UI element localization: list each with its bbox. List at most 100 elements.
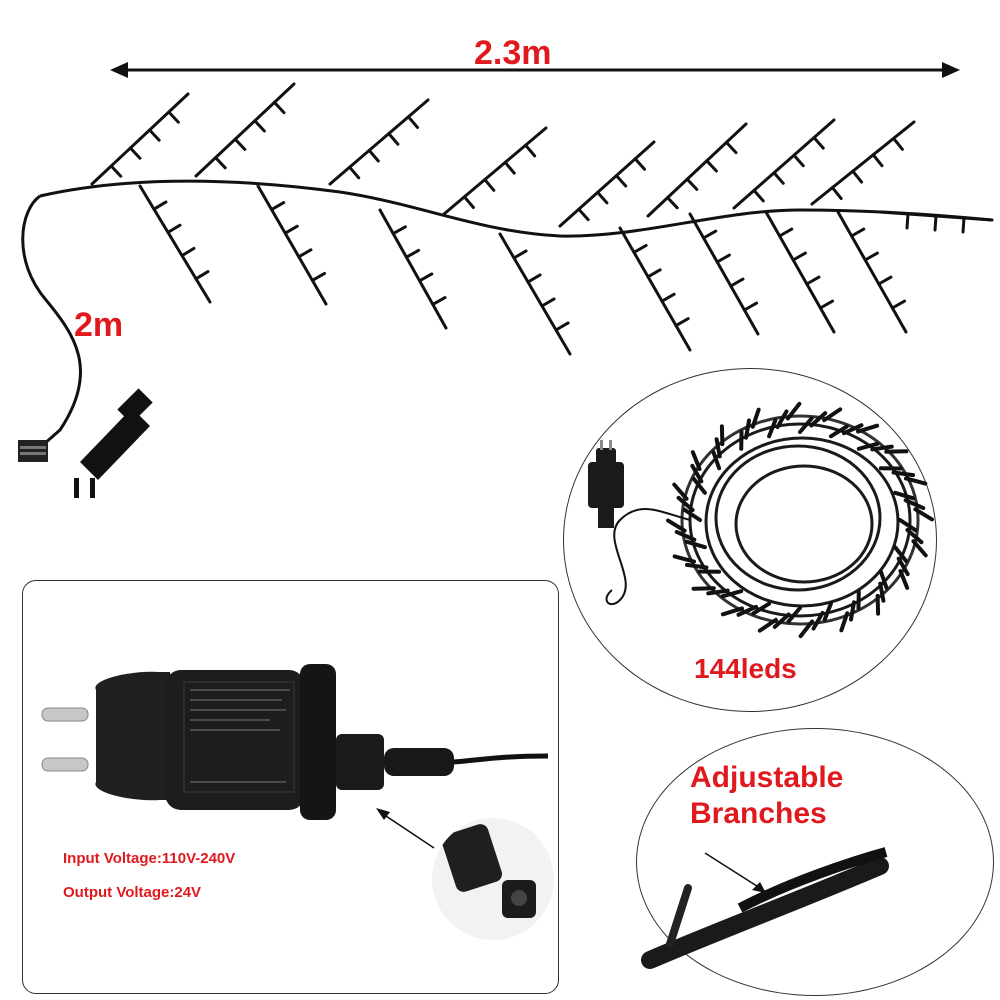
coil-led-tip: [878, 569, 889, 590]
lead-wire: [21, 194, 83, 446]
led-tip: [109, 164, 123, 178]
coil-led-tip: [714, 437, 722, 459]
led-tip: [851, 169, 864, 184]
branch-closeup-image: [641, 847, 889, 969]
coil-led-tip: [878, 581, 886, 603]
led-tip: [152, 200, 168, 211]
led-tip: [554, 321, 570, 332]
led-tip: [666, 196, 679, 210]
led-tip: [503, 160, 516, 175]
led-tip: [772, 171, 785, 185]
led-tip: [863, 251, 879, 262]
coil-led-tip: [666, 518, 687, 533]
coil-led-tip: [811, 610, 825, 631]
led-tip: [577, 207, 590, 222]
led-count-label: 144leds: [694, 653, 797, 684]
led-tip: [660, 292, 676, 303]
coil-led-tip: [691, 476, 707, 495]
led-tip: [214, 156, 227, 170]
led-tip: [233, 137, 247, 151]
branches-line-1: Adjustable: [690, 761, 844, 794]
led-tip: [348, 165, 361, 180]
led-tip: [877, 275, 893, 286]
led-tip: [128, 146, 142, 160]
led-tip: [818, 299, 835, 310]
led-tip: [526, 273, 542, 284]
coil-led-tip: [684, 539, 707, 550]
led-tip: [283, 224, 299, 235]
length-arrow: [110, 62, 960, 78]
branch-stem: [442, 126, 548, 216]
input-voltage-label: Input Voltage:110V-240V: [63, 850, 236, 867]
led-tip: [180, 246, 196, 258]
coil-led-tip: [786, 606, 802, 624]
led-tip: [715, 253, 731, 264]
coil-led-tip: [772, 612, 791, 629]
coil-adapter-icon: [588, 440, 624, 528]
led-tip: [148, 128, 161, 142]
coil-led-tip: [893, 545, 909, 564]
led-tip: [674, 317, 690, 328]
coil-led-tip: [913, 507, 934, 522]
coil-led-tip: [750, 407, 761, 429]
led-tip: [391, 225, 407, 236]
branch-stem: [558, 140, 656, 228]
led-tip: [702, 229, 718, 240]
coil-led-tip: [898, 569, 910, 590]
led-tip: [253, 119, 266, 133]
branch-stem: [378, 208, 448, 330]
led-tip: [724, 140, 738, 155]
plug-silhouette-icon: [74, 388, 153, 498]
led-tip: [805, 275, 821, 286]
led-tip: [614, 174, 628, 188]
led-tip: [418, 272, 434, 283]
coil-led-tip: [744, 418, 752, 440]
coil-led-tip: [711, 450, 722, 471]
power-adapter-image: [41, 664, 549, 849]
led-tip: [778, 227, 794, 238]
coil-led-tip: [751, 601, 772, 616]
coil-led-tip: [674, 529, 697, 542]
coil-led-tip: [706, 588, 730, 596]
led-tip: [646, 268, 662, 279]
coil-led-tip: [720, 606, 744, 617]
coil-led-tip: [809, 411, 828, 428]
coil-led-tip: [896, 556, 910, 577]
coil-led-tip: [676, 495, 695, 513]
coil-led-tip: [822, 601, 833, 622]
coil-led-tip: [898, 518, 918, 533]
branch-stem: [688, 212, 760, 336]
coil-led-tip: [822, 407, 843, 423]
branch-stem: [498, 232, 572, 356]
led-tip: [367, 148, 380, 163]
branch-stem: [836, 210, 908, 334]
coil-led-tip: [757, 617, 778, 633]
branch-stem: [194, 82, 296, 178]
output-voltage-label: Output Voltage:24V: [63, 884, 202, 901]
coil-led-tip: [893, 490, 916, 501]
led-tip: [871, 153, 884, 168]
led-tip: [791, 251, 807, 262]
coil-led-tip: [848, 600, 856, 622]
led-tip: [540, 297, 556, 308]
led-tip: [270, 201, 286, 212]
led-tip: [892, 136, 904, 151]
led-tip: [752, 188, 765, 203]
led-tip: [905, 212, 910, 230]
led-tip: [685, 177, 699, 191]
led-tip: [272, 100, 286, 115]
led-tip: [387, 132, 400, 146]
adjustable-branches-label: Adjustable Branches: [690, 760, 843, 832]
led-tip: [961, 216, 966, 234]
led-tip: [742, 301, 759, 312]
branch-stem: [328, 98, 430, 186]
led-tip: [890, 299, 907, 310]
branch-stem: [256, 184, 328, 306]
coil-led-tip: [905, 527, 924, 545]
end-connector-icon: [18, 440, 48, 462]
led-tip: [705, 159, 718, 173]
string-length-label: 2.3m: [474, 34, 552, 72]
branches-line-2: Branches: [690, 797, 827, 830]
branch-photo-panel: [636, 728, 994, 996]
